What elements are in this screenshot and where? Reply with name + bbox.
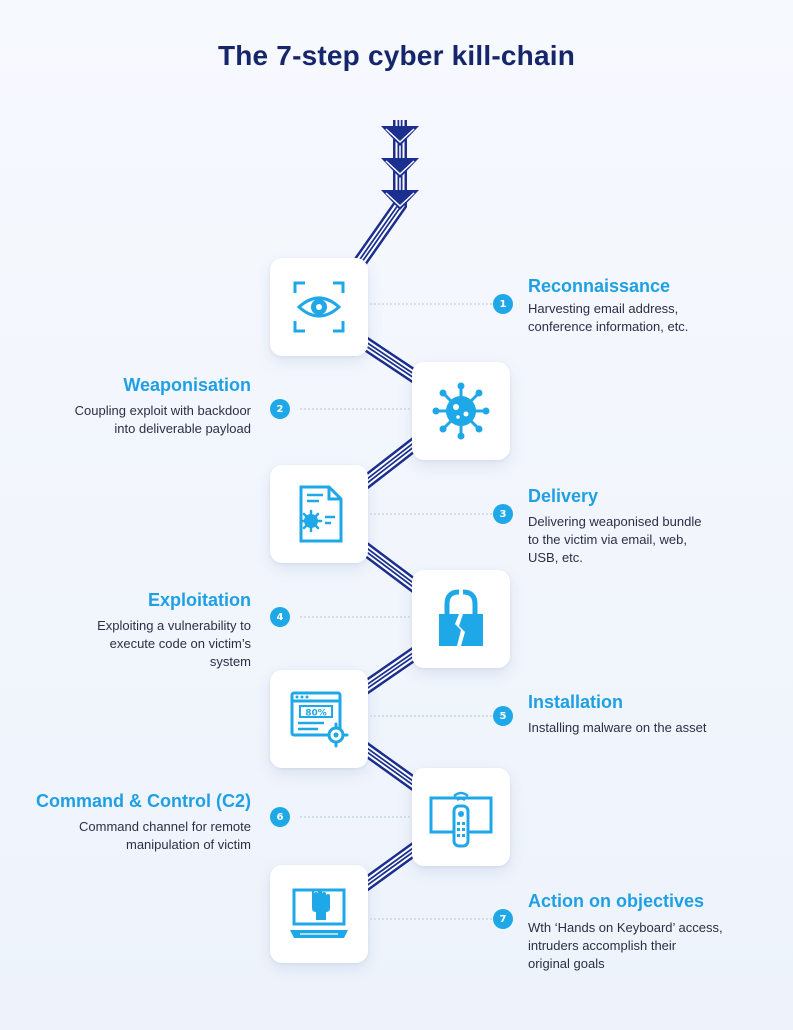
step-5-description: Installing malware on the asset [528, 720, 707, 735]
arrowhead-icon [381, 126, 419, 146]
step-1-description: Harvesting email address, conference inf… [528, 301, 689, 334]
eye-scan-icon [293, 281, 345, 333]
step-3-description: Delivering weaponised bundle to the vict… [528, 514, 702, 565]
arrowhead-icon [381, 190, 419, 210]
step-2-icon-box [412, 362, 510, 460]
step-7-title: Action on objectives [528, 891, 705, 911]
step-4-connector [300, 616, 410, 618]
page-title: The 7-step cyber kill-chain [217, 40, 576, 71]
step-2-description: Coupling exploit with backdoor into deli… [74, 403, 251, 436]
remote-control-icon [429, 791, 493, 848]
step-1-connector [370, 303, 492, 305]
step-1-number-badge: 1 [493, 294, 513, 314]
step-7-description: Wth ‘Hands on Keyboard’ access, intruder… [528, 920, 723, 971]
chain-segment [358, 644, 424, 696]
chain-segment [355, 739, 425, 794]
chain-segment [357, 434, 425, 491]
step-7-connector [370, 918, 492, 920]
step-3-connector [370, 513, 492, 515]
step-2-connector [300, 408, 410, 410]
step-3-icon-box [270, 465, 368, 563]
chain-segment [355, 539, 425, 596]
step-2-title: Weaponisation [123, 375, 251, 395]
step-5-title: Installation [528, 692, 624, 712]
arrowhead-icon [381, 158, 419, 178]
step-5-icon-box: 80% [270, 670, 368, 768]
step-4-title: Exploitation [148, 590, 251, 610]
step-4-number-badge: 4 [270, 607, 290, 627]
step-5-connector [370, 715, 492, 717]
step-2-number-badge: 2 [270, 399, 290, 419]
step-6-description: Command channel for remote manipulation … [79, 819, 251, 852]
step-6-connector [300, 816, 410, 818]
step-4-icon-box [412, 570, 510, 668]
step-6-title: Command & Control (C2) [36, 791, 251, 811]
hand-on-computer-icon [290, 888, 348, 938]
installer-window-icon: 80% [290, 691, 349, 748]
infected-document-icon [299, 485, 343, 543]
step-1-title: Reconnaissance [528, 276, 671, 296]
svg-text:80%: 80% [305, 709, 327, 719]
step-1-icon-box [270, 258, 368, 356]
virus-icon [432, 382, 490, 440]
chain-segment [357, 839, 425, 893]
step-7-number-badge: 7 [493, 909, 513, 929]
step-6-icon-box [412, 768, 510, 866]
step-3-title: Delivery [528, 486, 599, 506]
step-5-number-badge: 5 [493, 706, 513, 726]
step-4-description: Exploiting a vulnerability to execute co… [97, 618, 251, 669]
chain-segment [356, 334, 424, 386]
broken-lock-icon [439, 589, 483, 646]
step-3-number-badge: 3 [493, 504, 513, 524]
step-6-number-badge: 6 [270, 807, 290, 827]
chain-arrowheads [381, 126, 419, 210]
step-7-icon-box [270, 865, 368, 963]
